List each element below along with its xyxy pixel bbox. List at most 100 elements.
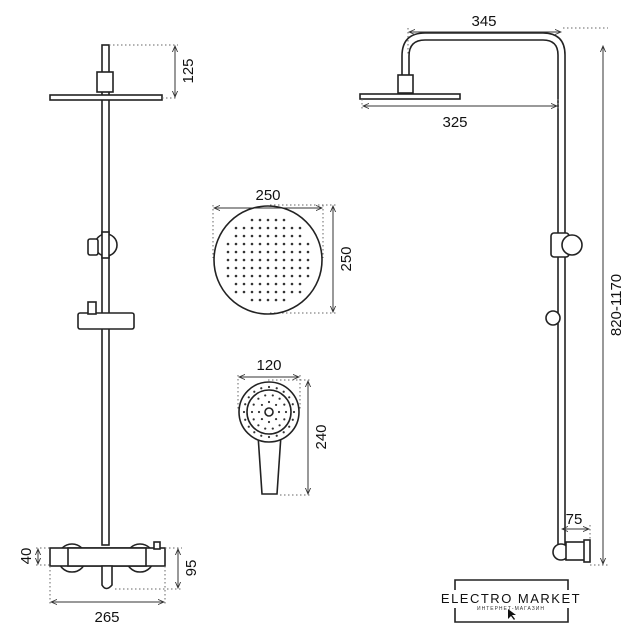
nozzle-dot (266, 250, 270, 254)
nozzle-dot (274, 403, 278, 407)
dim-95: 95 (183, 560, 200, 577)
nozzle-dot (242, 282, 246, 286)
nozzle-dot (250, 242, 254, 246)
nozzle-dot (258, 290, 262, 294)
nozzle-dot (274, 417, 278, 421)
nozzle-dot (258, 282, 262, 286)
dim-120: 120 (256, 357, 281, 374)
nozzle-dot (282, 242, 286, 246)
nozzle-dot (290, 258, 294, 262)
nozzle-dot (267, 385, 271, 389)
nozzle-dot (264, 427, 267, 430)
nozzle-dot (282, 218, 286, 222)
nozzle-dot (298, 234, 302, 238)
nozzle-dot (258, 274, 262, 278)
nozzle-dot (284, 410, 288, 414)
nozzle-dot (288, 425, 291, 428)
nozzle-dot (226, 258, 230, 262)
nozzle-dot (260, 417, 264, 421)
nozzle-dot (298, 266, 302, 270)
nozzle-dot (250, 282, 254, 286)
nozzle-dot (257, 397, 260, 400)
nozzle-dot (234, 258, 238, 262)
rain-head-side (359, 93, 461, 100)
nozzle-dot (306, 258, 310, 262)
nozzle-dot (274, 282, 278, 286)
nozzle-dot (250, 298, 254, 302)
nozzle-dot (257, 424, 260, 427)
nozzle-dot (298, 242, 302, 246)
nozzle-dot (226, 250, 230, 254)
nozzle-dot (306, 274, 310, 278)
nozzle-dot (242, 258, 246, 262)
nozzle-dot (226, 266, 230, 270)
nozzle-dot (266, 226, 270, 230)
nozzle-dot (274, 234, 278, 238)
nozzle-dot (277, 410, 281, 414)
nozzle-dot (242, 226, 246, 230)
nozzle-dot (282, 274, 286, 278)
nozzle-dot (274, 218, 278, 222)
nozzle-dot (275, 387, 278, 390)
nozzle-dot (274, 258, 278, 262)
nozzle-dot (260, 387, 263, 390)
diverter-knob (561, 234, 583, 256)
nozzle-dot (274, 250, 278, 254)
spout (101, 565, 113, 590)
nozzle-dot (234, 250, 238, 254)
nozzle-dot (258, 266, 262, 270)
nozzle-dot (306, 242, 310, 246)
dim-240: 240 (313, 424, 330, 449)
hand-shower-view: 120 240 (237, 357, 330, 496)
nozzle-dot (274, 290, 278, 294)
nozzle-dot (234, 226, 238, 230)
dim-40: 40 (18, 548, 35, 565)
head-connector (96, 71, 114, 93)
nozzle-dot (298, 290, 302, 294)
nozzle-dot (242, 274, 246, 278)
nozzle-dot (290, 290, 294, 294)
nozzle-dot (298, 250, 302, 254)
nozzle-dot (253, 390, 256, 393)
nozzle-dot (247, 396, 250, 399)
dim-75: 75 (566, 511, 583, 528)
nozzle-dot (250, 234, 254, 238)
nozzle-dot (234, 266, 238, 270)
side-view: 345 325 820-1170 75 (359, 13, 625, 566)
nozzle-dot (266, 242, 270, 246)
nozzle-dot (298, 258, 302, 262)
nozzle-dot (250, 226, 254, 230)
nozzle-dot (282, 250, 286, 254)
nozzle-dot (278, 424, 281, 427)
nozzle-dot (226, 242, 230, 246)
nozzle-dot (250, 274, 254, 278)
nozzle-dot (250, 266, 254, 270)
nozzle-dot (258, 242, 262, 246)
dim-125: 125 (180, 58, 197, 83)
nozzle-dot (306, 266, 310, 270)
nozzle-dot (266, 218, 270, 222)
nozzle-dot (266, 290, 270, 294)
nozzle-dot (306, 250, 310, 254)
dim-820-1170: 820-1170 (608, 274, 625, 336)
nozzle-dot (283, 418, 286, 421)
nozzle-dot (260, 434, 263, 437)
rain-head-top-view: 250 250 (212, 187, 355, 315)
dim-345: 345 (471, 13, 496, 30)
front-view: 125 40 95 265 (18, 44, 200, 626)
nozzle-dot (266, 274, 270, 278)
nozzle-dot (274, 226, 278, 230)
rain-head-side (49, 94, 163, 101)
nozzle-dot (291, 418, 294, 421)
nozzle-dot (274, 242, 278, 246)
nozzle-dot (298, 274, 302, 278)
nozzle-dot (298, 226, 302, 230)
nozzle-dot (288, 396, 291, 399)
nozzle-dot (290, 274, 294, 278)
nozzle-dot (250, 218, 254, 222)
nozzle-dot (282, 298, 286, 302)
nozzle-dot (266, 298, 270, 302)
nozzle-dot (266, 234, 270, 238)
nozzle-dot (266, 258, 270, 262)
